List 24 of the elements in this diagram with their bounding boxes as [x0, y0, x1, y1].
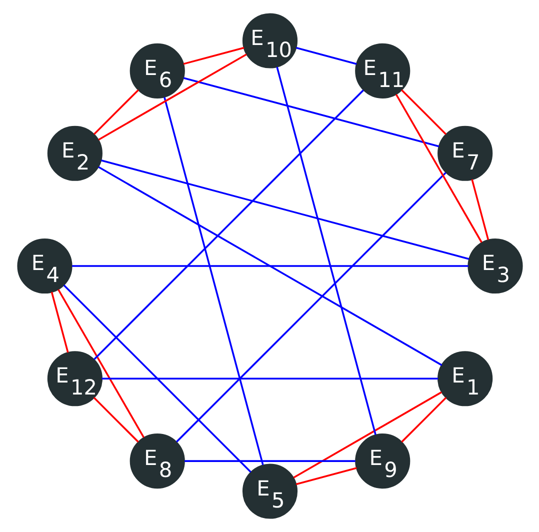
connector [295, 46, 356, 65]
connector [182, 46, 244, 65]
connector [292, 391, 442, 478]
connector [295, 467, 356, 486]
connector [98, 166, 442, 366]
connector [98, 54, 246, 141]
connector [470, 179, 489, 240]
connector [175, 172, 446, 442]
connector [100, 160, 469, 260]
connector [92, 397, 138, 443]
connector [101, 378, 438, 380]
connector [72, 265, 468, 267]
connector [50, 292, 68, 353]
connector [400, 89, 446, 135]
connector [93, 90, 364, 360]
connector [394, 94, 482, 243]
connector [92, 89, 138, 135]
connector [62, 284, 251, 473]
connector [163, 96, 264, 466]
connector [182, 77, 439, 148]
connector [184, 460, 355, 462]
connector [276, 66, 376, 435]
connector [400, 397, 446, 443]
connector [57, 289, 144, 438]
